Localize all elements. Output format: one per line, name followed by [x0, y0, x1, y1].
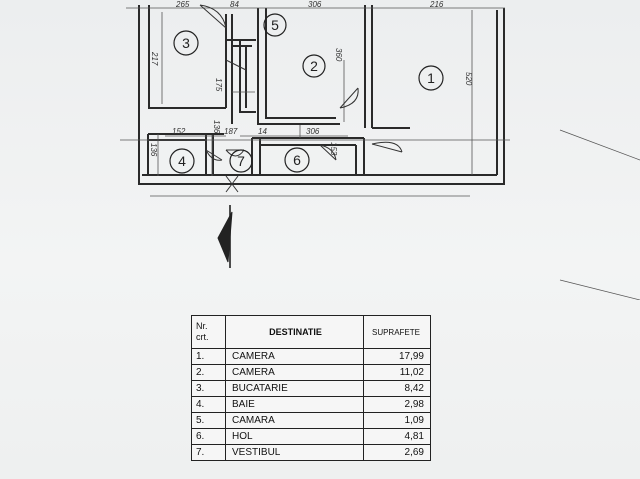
- row-nr: 2.: [191, 364, 226, 381]
- table-row: 1. CAMERA 17,99: [191, 348, 431, 365]
- row-nr: 7.: [191, 444, 226, 461]
- row-nr: 5.: [191, 412, 226, 429]
- row-destination: BUCATARIE: [225, 380, 364, 397]
- row-destination: HOL: [225, 428, 364, 445]
- dimension-label: 360: [334, 48, 343, 62]
- row-destination: BAIE: [225, 396, 364, 413]
- row-destination: CAMERA: [225, 348, 364, 365]
- room-number: 6: [293, 152, 301, 168]
- room-6-circle: [284, 147, 310, 173]
- row-nr: 4.: [191, 396, 226, 413]
- room-number: 7: [237, 153, 245, 169]
- dimension-label: 187: [224, 127, 238, 136]
- room-5-circle: [263, 13, 287, 37]
- dimension-label: 520: [464, 72, 473, 86]
- room-number: 2: [310, 58, 318, 74]
- room-1-circle: [418, 65, 444, 91]
- dimension-lines: [120, 7, 640, 300]
- room-3-circle: [173, 30, 199, 56]
- header-destination: DESTINATIE: [225, 315, 364, 349]
- area-table: Nr. crt. DESTINATIE SUPRAFETE 1. CAMERA …: [191, 315, 431, 461]
- row-destination: CAMARA: [225, 412, 364, 429]
- dimension-labels: 265 84 306 216 217 175 360 520 152 136 1…: [149, 0, 473, 157]
- table-row: 3. BUCATARIE 8,42: [191, 380, 431, 397]
- plan-walls: [138, 5, 505, 185]
- row-nr: 6.: [191, 428, 226, 445]
- table-row: 6. HOL 4,81: [191, 428, 431, 445]
- room-numbers: 1 2 3 4 5 6 7: [178, 17, 435, 169]
- room-number: 3: [182, 35, 190, 51]
- area-table-header: Nr. crt. DESTINATIE SUPRAFETE: [191, 315, 431, 349]
- header-nr: Nr. crt.: [191, 315, 226, 349]
- row-destination: CAMERA: [225, 364, 364, 381]
- dimension-label: 152: [172, 127, 186, 136]
- table-row: 2. CAMERA 11,02: [191, 364, 431, 381]
- dimension-label: 14: [258, 127, 267, 136]
- room-2-circle: [302, 54, 326, 78]
- room-7-circle: [229, 149, 253, 173]
- dimension-label: 306: [306, 127, 320, 136]
- row-nr: 3.: [191, 380, 226, 397]
- table-row: 7. VESTIBUL 2,69: [191, 444, 431, 461]
- row-area: 1,09: [363, 412, 431, 429]
- row-area: 8,42: [363, 380, 431, 397]
- row-area: 4,81: [363, 428, 431, 445]
- room-markers: [169, 13, 444, 174]
- row-area: 2,98: [363, 396, 431, 413]
- row-area: 2,69: [363, 444, 431, 461]
- dimension-label: 175: [214, 78, 223, 92]
- header-area: SUPRAFETE: [363, 315, 431, 349]
- entrance-arrow-icon: [217, 205, 233, 268]
- dimension-label: 265: [175, 0, 190, 9]
- room-number: 4: [178, 153, 186, 169]
- room-4-circle: [169, 148, 195, 174]
- dimension-label: 84: [230, 0, 239, 9]
- table-row: 4. BAIE 2,98: [191, 396, 431, 413]
- dimension-label: 136: [212, 120, 221, 134]
- room-number: 5: [271, 17, 279, 33]
- row-area: 17,99: [363, 348, 431, 365]
- table-row: 5. CAMARA 1,09: [191, 412, 431, 429]
- dimension-label: 217: [150, 51, 159, 66]
- dimension-label: 306: [308, 0, 322, 9]
- door-swings: [199, 4, 403, 193]
- row-area: 11,02: [363, 364, 431, 381]
- row-nr: 1.: [191, 348, 226, 365]
- dimension-label: 153: [329, 142, 338, 156]
- row-destination: VESTIBUL: [225, 444, 364, 461]
- dimension-label: 136: [149, 143, 158, 157]
- floor-plan-drawing: 1 2 3 4 5 6 7 265 84 306 216 217 175 360…: [120, 0, 640, 300]
- room-number: 1: [427, 70, 435, 86]
- dimension-label: 216: [429, 0, 444, 9]
